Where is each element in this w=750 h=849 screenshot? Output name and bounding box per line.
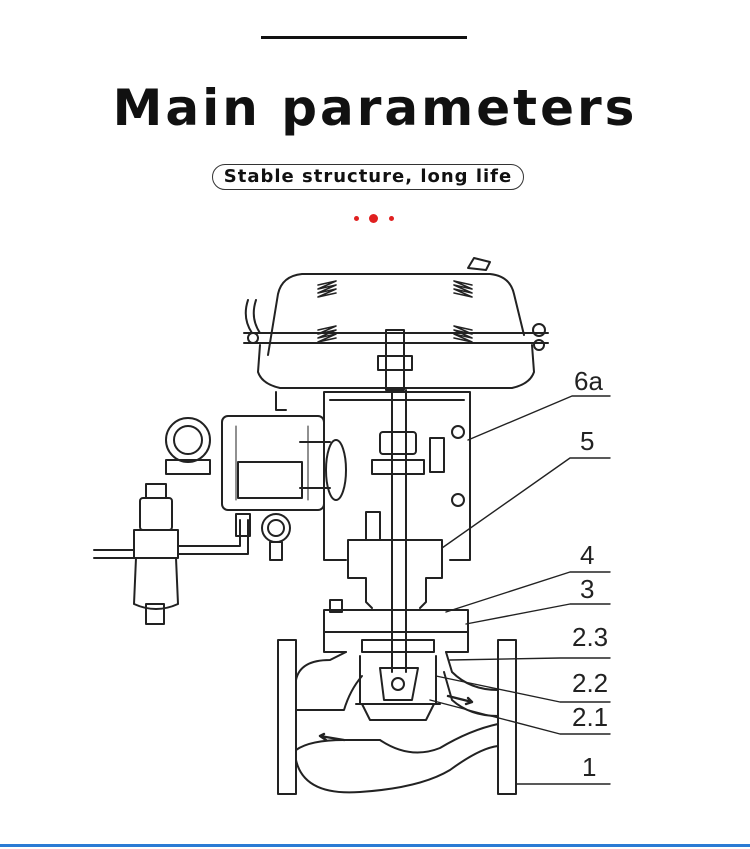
bottom-divider [0, 844, 750, 847]
actuator-casing [243, 257, 549, 389]
leader-lines [429, 395, 611, 785]
diaphragm-springs [317, 280, 473, 343]
page-title: Main parameters [112, 79, 638, 137]
valve-cross-section-diagram: 6a 5 4 3 2.3 2.2 2.1 1 [93, 257, 611, 795]
callout-2-3: 2.3 [572, 622, 608, 652]
dot-left [354, 216, 359, 221]
callout-labels: 6a 5 4 3 2.3 2.2 2.1 1 [572, 366, 608, 782]
positioner-box [165, 415, 347, 561]
callout-5: 5 [580, 426, 594, 456]
valve-stem [371, 329, 425, 673]
decorative-dots [352, 212, 400, 224]
filter-regulator [93, 483, 249, 625]
callout-2-1: 2.1 [572, 702, 608, 732]
callout-2-2: 2.2 [572, 668, 608, 698]
callout-3: 3 [580, 574, 594, 604]
dot-right [389, 216, 394, 221]
valve-trim [355, 639, 441, 721]
body-flange [323, 609, 469, 653]
yoke-bracket [275, 391, 471, 561]
callout-4: 4 [580, 540, 594, 570]
callout-6a: 6a [574, 366, 603, 396]
callout-1: 1 [582, 752, 596, 782]
valve-body [277, 639, 517, 795]
top-divider [261, 36, 467, 39]
subtitle-badge: Stable structure, long life [212, 164, 524, 190]
dot-center [369, 214, 378, 223]
bonnet [329, 511, 443, 613]
